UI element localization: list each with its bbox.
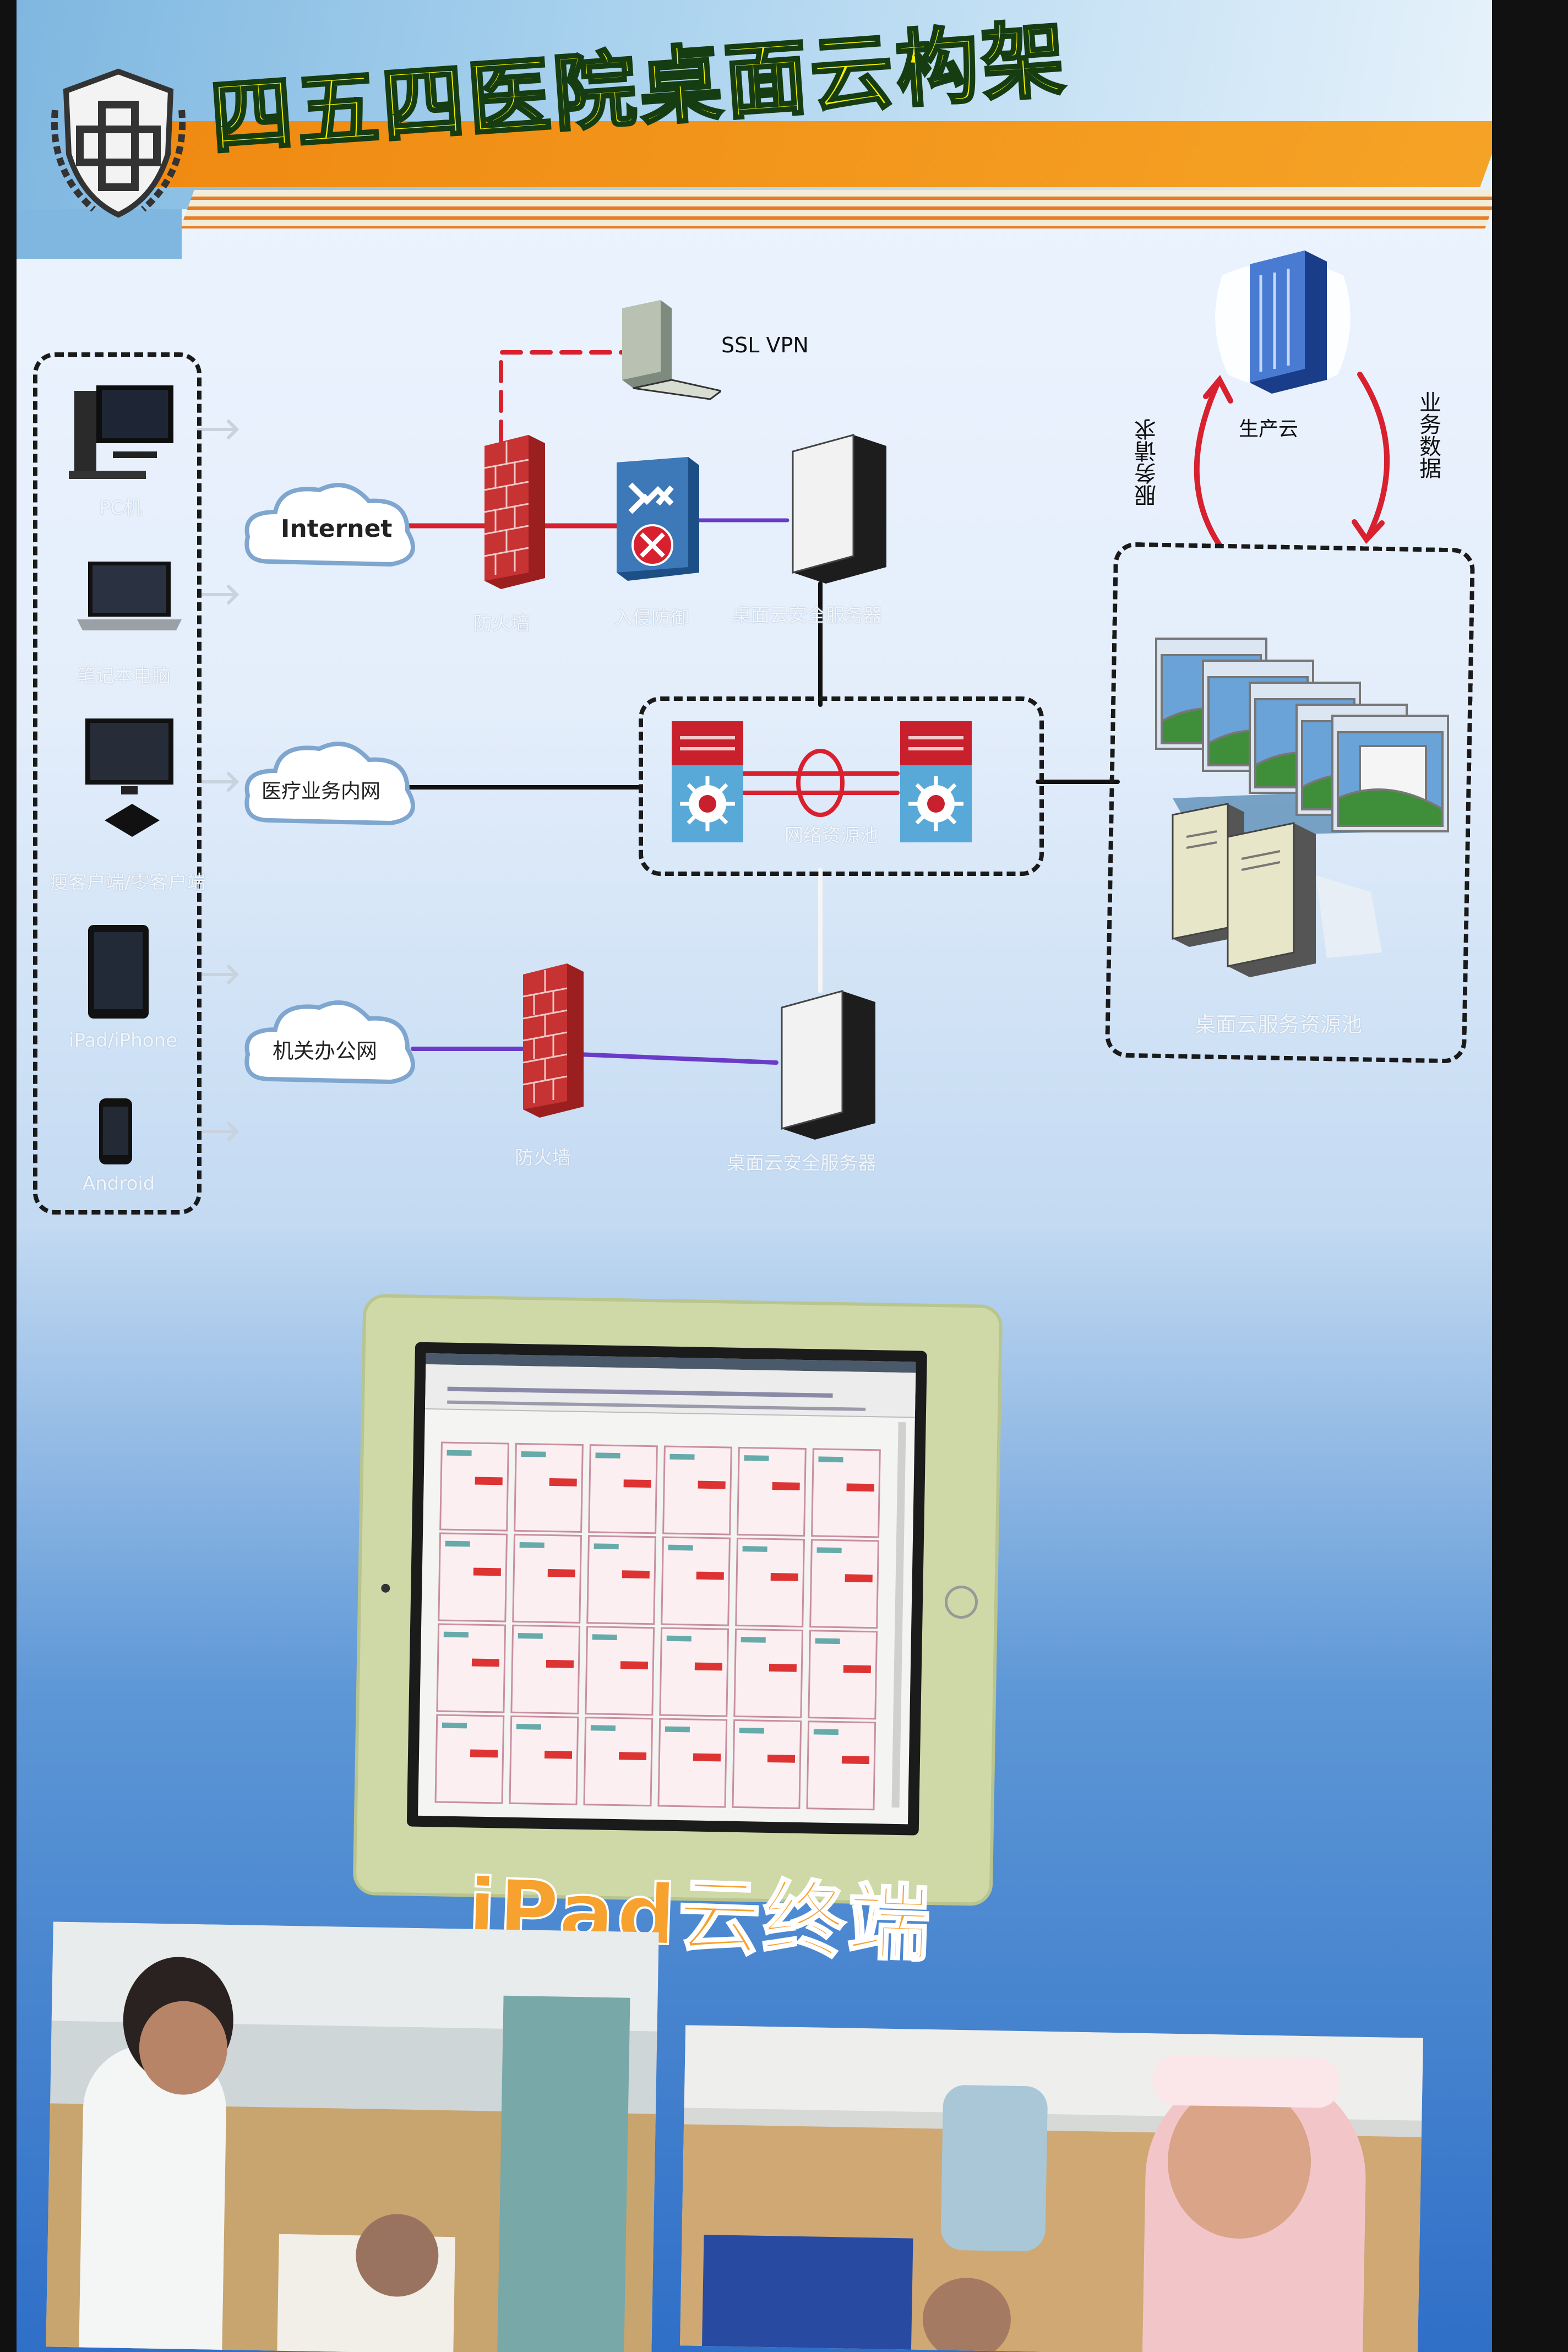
production-cloud-label: 生产云 [1239,418,1299,440]
medical-network-cloud-icon [244,742,415,826]
patient-card [735,1537,805,1627]
smartphone-icon [99,1098,132,1164]
office-network-cloud-icon [244,1000,415,1085]
ips-label: 入侵防御 [614,607,689,629]
ssl-vpn-server-icon [622,300,721,400]
tablet-icon [88,925,149,1019]
patient-card [809,1539,879,1629]
patient-card [588,1444,658,1534]
hospital-logo [51,68,186,218]
device-label-thin-client: 瘦客户端/零客户端 [50,872,206,894]
ipad-screen [406,1342,927,1836]
patient-card [732,1719,802,1809]
production-cloud-server-icon [1215,251,1351,394]
ipad-device [352,1293,1003,1907]
patient-card [585,1626,655,1716]
security-server-bottom-icon [781,990,875,1140]
thin-client-icon [85,718,173,837]
device-label-pc: PC机 [99,497,143,519]
virtual-desktops-icon [1155,638,1449,837]
resource-pool-label: 网络资源池 [785,825,878,847]
patient-card [806,1721,876,1811]
patient-card [808,1630,878,1720]
ward-photo-left [46,1921,659,2352]
patient-card [661,1536,731,1626]
medical-network-label: 医疗业务内网 [262,780,381,803]
device-label-laptop: 笔记本电脑 [77,665,171,687]
patient-card [659,1627,729,1717]
ward-photo-right [680,2025,1423,2352]
patient-card [657,1718,728,1808]
security-server-bottom-label: 桌面云安全服务器 [727,1152,876,1174]
office-network-label: 机关办公网 [273,1039,378,1063]
desktop-pool-label: 桌面云服务资源池 [1195,1012,1363,1037]
poster: 四五四医院桌面云构架 [17,0,1492,2352]
tower-servers-icon [1172,803,1382,977]
device-group [33,352,202,1215]
patient-card [583,1717,654,1807]
patient-card [436,1623,507,1713]
core-switch-right-icon [900,721,972,842]
desktop-pc-icon [69,385,173,479]
patient-card [662,1445,732,1536]
laptop-icon [77,562,182,630]
patient-card [509,1715,579,1805]
ipad-app-screenshot [418,1353,916,1825]
intrusion-prevention-icon [617,457,699,581]
network-resource-pool-group [639,696,1044,876]
patient-card [439,1441,509,1532]
internet-cloud-icon [244,483,415,567]
patient-card [737,1446,807,1537]
patient-card [514,1442,584,1533]
patient-card [438,1532,508,1623]
internet-label: Internet [281,515,393,543]
device-label-tablet: iPad/iPhone [69,1030,178,1052]
patient-card [733,1628,804,1718]
patient-card [586,1535,657,1625]
patient-card [512,1533,582,1624]
business-data-label: 业务数据 [1415,391,1441,479]
firewall-bottom-label: 防火墙 [515,1147,571,1169]
patient-card [510,1624,581,1714]
header: 四五四医院桌面云构架 [17,0,1492,259]
firewall-icon [522,963,584,1118]
patient-card [811,1448,881,1538]
firewall-icon [484,435,545,589]
ssl-vpn-label: SSL VPN [721,333,809,357]
firewall-top-label: 防火墙 [473,613,530,635]
patient-card [434,1714,505,1804]
core-switch-left-icon [672,721,743,842]
service-request-label: 服务请求 [1135,418,1160,507]
security-server-top-label: 桌面云安全服务器 [732,605,882,627]
device-label-android: Android [83,1173,155,1195]
security-server-top-icon [792,434,886,584]
